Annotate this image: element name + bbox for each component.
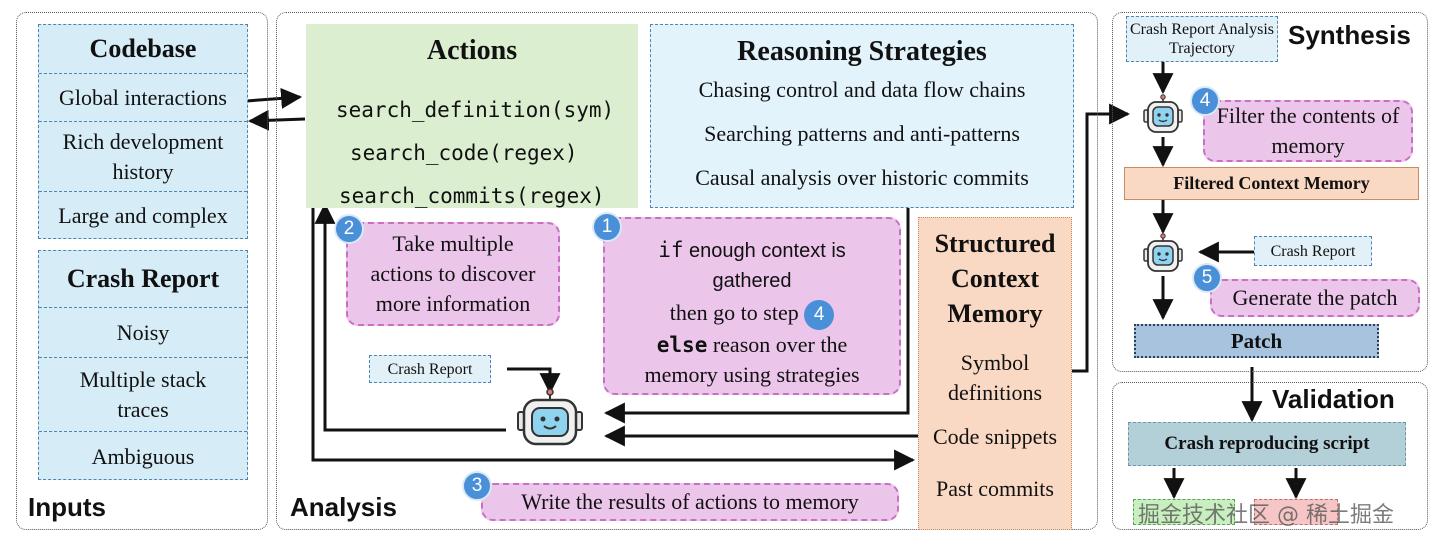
step5-note: Generate the patch bbox=[1210, 279, 1420, 317]
step3-badge: 3 bbox=[462, 471, 492, 501]
step2-note: Take multiple actions to discover more i… bbox=[346, 222, 560, 326]
filtered-memory-box: Filtered Context Memory bbox=[1124, 167, 1419, 200]
analysis-panel bbox=[276, 12, 1098, 530]
robot-icon bbox=[517, 388, 583, 446]
step4-badge: 4 bbox=[1190, 86, 1220, 116]
step1-note: if enough context is gathered then go to… bbox=[603, 217, 901, 395]
step1-line3: then go to step bbox=[669, 300, 799, 325]
robot-icon bbox=[1143, 233, 1183, 272]
step5-badge: 5 bbox=[1192, 263, 1222, 293]
memory-title: Structured Context Memory bbox=[934, 228, 1056, 328]
inputs-panel bbox=[16, 12, 268, 530]
step1-line5: memory using strategies bbox=[644, 361, 860, 387]
step3-text: Write the results of actions to memory bbox=[521, 489, 859, 514]
codebase-box: Codebase Global interactions Rich develo… bbox=[38, 24, 248, 239]
action-item: search_code(regex) bbox=[350, 141, 578, 165]
crash-report-item: Ambiguous bbox=[39, 431, 247, 481]
codebase-item: Rich development history bbox=[39, 121, 247, 192]
action-item: search_commits(regex) bbox=[339, 184, 605, 208]
step1-step-ref: 4 bbox=[804, 299, 835, 330]
strategy-item: Causal analysis over historic commits bbox=[695, 165, 1029, 190]
patch-box: Patch bbox=[1134, 324, 1379, 358]
step1-line4: reason over the bbox=[712, 331, 848, 357]
codebase-item: Large and complex bbox=[39, 191, 247, 240]
else-keyword: else bbox=[656, 332, 708, 357]
step4-note: Filter the contents of memory bbox=[1203, 100, 1413, 162]
step1-line2: gathered bbox=[712, 270, 792, 292]
failure-box bbox=[1254, 499, 1338, 525]
memory-box: Structured Context Memory Symbol definit… bbox=[918, 217, 1072, 530]
step5-text: Generate the patch bbox=[1232, 285, 1398, 310]
watermark-text: 掘金技术社区 @ 稀土掘金 bbox=[1138, 503, 1394, 528]
step2-text: Take multiple actions to discover more i… bbox=[370, 231, 536, 316]
robot-icon bbox=[1143, 94, 1183, 133]
codebase-title: Codebase bbox=[89, 34, 197, 63]
validation-label: Validation bbox=[1272, 384, 1395, 414]
step3-note: Write the results of actions to memory bbox=[481, 483, 899, 521]
strategy-item: Searching patterns and anti-patterns bbox=[704, 121, 1020, 146]
step1-line: if enough context is bbox=[605, 235, 899, 266]
analysis-crash-report-tag: Crash Report bbox=[369, 355, 491, 383]
synthesis-panel bbox=[1112, 12, 1428, 372]
crash-report-item: Noisy bbox=[39, 307, 247, 358]
memory-item: Code snippets bbox=[932, 424, 1058, 449]
actions-box: Actions search_definition(sym) search_co… bbox=[306, 24, 638, 208]
synthesis-label: Synthesis bbox=[1288, 20, 1411, 50]
inputs-label: Inputs bbox=[28, 492, 106, 522]
strategies-box: Reasoning Strategies Chasing control and… bbox=[650, 24, 1074, 208]
crash-report-item: Multiple stack traces bbox=[39, 357, 247, 432]
step2-badge: 2 bbox=[334, 214, 364, 244]
actions-title: Actions bbox=[426, 35, 518, 66]
step1-line: then go to step 4 bbox=[605, 298, 899, 330]
codebase-item: Global interactions bbox=[39, 73, 247, 122]
memory-item: Symbol definitions bbox=[947, 350, 1043, 405]
analysis-label: Analysis bbox=[290, 492, 397, 522]
step1-badge: 1 bbox=[592, 212, 622, 242]
step4-text: Filter the contents of memory bbox=[1216, 103, 1400, 158]
validation-panel bbox=[1112, 382, 1428, 530]
strategy-item: Chasing control and data flow chains bbox=[698, 77, 1026, 102]
strategies-title: Reasoning Strategies bbox=[737, 36, 987, 67]
crash-report-title: Crash Report bbox=[66, 264, 220, 293]
memory-item: Past commits bbox=[936, 476, 1054, 501]
if-keyword: if bbox=[658, 238, 684, 262]
crash-script-box: Crash reproducing script bbox=[1128, 422, 1406, 466]
crash-report-box: Crash Report Noisy Multiple stack traces… bbox=[38, 250, 248, 480]
synthesis-crash-report-tag: Crash Report bbox=[1254, 236, 1372, 266]
action-item: search_definition(sym) bbox=[336, 98, 615, 122]
success-box bbox=[1133, 499, 1235, 525]
step1-line: else reason over the bbox=[605, 330, 899, 360]
trajectory-tag: Crash Report Analysis Trajectory bbox=[1126, 16, 1278, 62]
step1-line1: enough context is bbox=[689, 240, 846, 262]
